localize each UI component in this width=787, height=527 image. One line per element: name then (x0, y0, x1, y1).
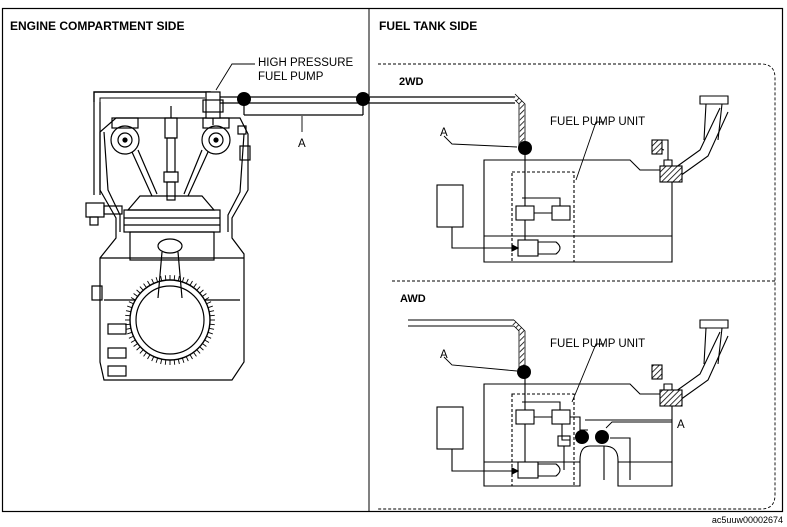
pipe-a-leader-awd-left (443, 356, 518, 372)
gear-tooth (181, 357, 185, 363)
gear-tooth (185, 278, 189, 284)
gear-tooth (155, 277, 159, 283)
gear-tooth (151, 278, 155, 284)
gear-tooth (199, 346, 204, 351)
engine-illustration (85, 91, 251, 381)
fuel-pump-unit-leader-2wd (575, 121, 604, 181)
gear-tooth (173, 275, 176, 281)
gear-tooth (189, 280, 193, 286)
gear-tooth (196, 349, 201, 354)
gear-tooth (206, 301, 212, 305)
quick-connector-dot (356, 92, 370, 106)
gear-tooth (151, 356, 155, 362)
high-pressure-fuel-pump (202, 91, 224, 125)
gear-tooth (133, 293, 138, 297)
gear-tooth (127, 305, 133, 309)
high-pressure-pump-leader (215, 63, 255, 91)
gear-tooth (209, 310, 215, 313)
gear-tooth (160, 275, 163, 281)
gear-tooth (130, 339, 136, 343)
gear-tooth (147, 280, 151, 286)
pipe-a-label-awd-left: A (440, 349, 448, 361)
engine-side-header: ENGINE COMPARTMENT SIDE (10, 19, 184, 33)
gear-tooth (133, 343, 138, 347)
gear-tooth (139, 349, 144, 354)
gear-tooth (173, 359, 176, 365)
gear-tooth (164, 359, 167, 365)
high-pressure-pump-label-line1: HIGH PRESSURE (258, 57, 354, 69)
gear-tooth (209, 323, 215, 326)
gear-tooth (204, 339, 210, 343)
quick-connector-dot (518, 141, 532, 155)
gear-tooth (147, 354, 151, 360)
gear-tooth (206, 335, 212, 339)
gear-tooth (207, 305, 213, 309)
gear-tooth (193, 283, 197, 288)
gear-tooth (185, 356, 189, 362)
gear-tooth (136, 346, 141, 351)
gear-tooth (164, 275, 167, 281)
gear-tooth (125, 314, 131, 317)
2wd-label: 2WD (399, 76, 424, 88)
gear-tooth (139, 286, 144, 291)
gear-tooth (143, 352, 147, 357)
pipe-a-label-engine: A (298, 138, 306, 150)
gear-tooth (128, 335, 134, 339)
pipe-a-leader-2wd (443, 135, 518, 148)
gear-tooth (128, 301, 134, 305)
pipe-a-label-awd-right: A (677, 419, 685, 431)
quick-connector-dot (237, 92, 251, 106)
gear-tooth (177, 275, 180, 281)
outer-frame (1, 7, 784, 513)
gear-tooth (199, 289, 204, 294)
2wd-fuel-tank (436, 93, 729, 263)
quick-connector-dot (595, 430, 609, 444)
fuel-pump-unit-label-awd: FUEL PUMP UNIT (550, 338, 645, 350)
gear-tooth (130, 297, 136, 301)
crankshaft-gear-teeth (125, 275, 215, 365)
high-pressure-pump-label-line2: FUEL PUMP (258, 71, 324, 83)
gear-tooth (181, 277, 185, 283)
gear-tooth (202, 293, 207, 297)
gear-tooth (127, 331, 133, 335)
fuel-pump-unit-label-2wd: FUEL PUMP UNIT (550, 116, 645, 128)
gear-tooth (143, 283, 147, 288)
gear-tooth (160, 359, 163, 365)
gear-tooth (202, 343, 207, 347)
gear-tooth (209, 327, 215, 330)
gear-tooth (207, 331, 213, 335)
gear-tooth (204, 297, 210, 301)
gear-tooth (209, 314, 215, 317)
pipe-a-label-2wd: A (440, 127, 448, 139)
quick-connector-dot (517, 365, 531, 379)
fuel-tank-side-header: FUEL TANK SIDE (379, 19, 477, 33)
gear-tooth (193, 352, 197, 357)
gear-tooth (177, 359, 180, 365)
fuel-pump-unit-leader-awd (571, 343, 604, 403)
awd-fuel-tank (408, 319, 729, 487)
gear-tooth (125, 327, 131, 330)
figure-code: ac5uuw00002674 (712, 515, 783, 525)
gear-tooth (189, 354, 193, 360)
gear-tooth (125, 323, 131, 326)
awd-label: AWD (400, 293, 426, 305)
pipe-a-leader-awd-right (605, 421, 672, 429)
gear-tooth (196, 286, 201, 291)
quick-connector-dot (575, 430, 589, 444)
gear-tooth (125, 310, 131, 313)
gear-tooth (155, 357, 159, 363)
gear-tooth (136, 289, 141, 294)
